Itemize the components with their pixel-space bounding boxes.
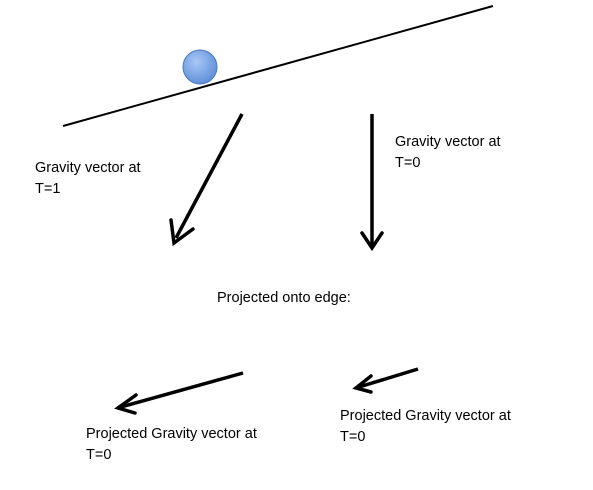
gravity-t1-label: Gravity vector at T=1: [35, 158, 141, 200]
projected-right-label-line1: Projected Gravity vector at: [340, 408, 511, 424]
projected-left-label: Projected Gravity vector at T=0: [86, 424, 257, 466]
projected-left-label-line2: T=0: [86, 447, 112, 463]
sloped-edge: [62, 5, 494, 127]
projected-right-label: Projected Gravity vector at T=0: [340, 406, 511, 448]
projected-left-label-line1: Projected Gravity vector at: [86, 426, 257, 442]
gravity-t0-label: Gravity vector at T=0: [395, 132, 501, 174]
projected-vector-right-arrow: [352, 367, 419, 394]
ball: [182, 49, 218, 85]
gravity-t0-label-line1: Gravity vector at: [395, 134, 501, 150]
gravity-t0-label-line2: T=0: [395, 155, 421, 171]
projected-heading-text: Projected onto edge:: [217, 290, 351, 306]
projected-heading: Projected onto edge:: [217, 288, 351, 309]
projected-vector-left-arrow: [114, 371, 244, 415]
gravity-t1-label-line1: Gravity vector at: [35, 160, 141, 176]
gravity-vector-t0-arrow: [360, 114, 384, 252]
projected-right-label-line2: T=0: [340, 429, 366, 445]
gravity-t1-label-line2: T=1: [35, 181, 61, 197]
gravity-vector-t1-arrow: [169, 113, 244, 247]
